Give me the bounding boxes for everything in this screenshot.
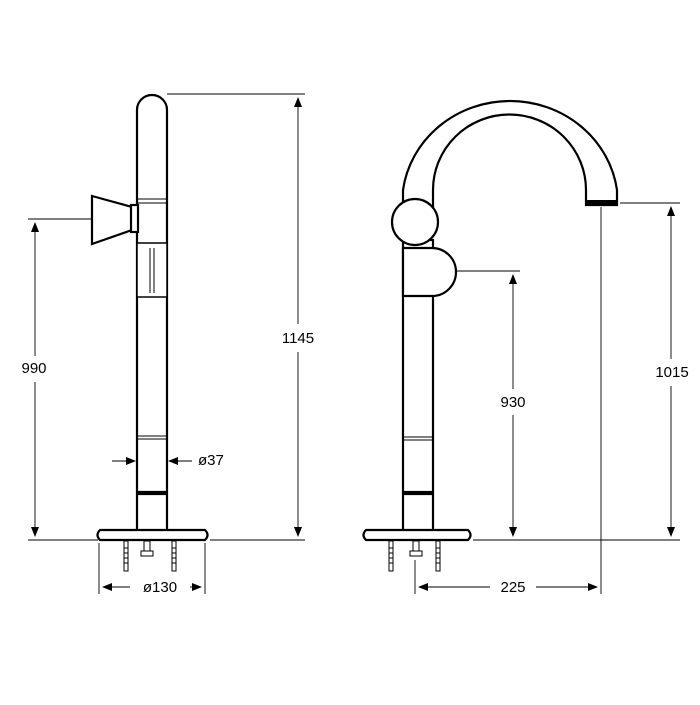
dimension-pipe-diameter-label: ø37: [198, 452, 224, 469]
side-view-neck: [401, 492, 435, 533]
side-view-ball: [390, 197, 440, 247]
dimension-total-height: 1145: [167, 93, 314, 541]
side-view-base: [362, 528, 472, 542]
dimension-handle-height-left-label: 990: [21, 360, 46, 377]
front-view-cartridge: [136, 242, 168, 298]
dimension-pipe-diameter: ø37: [112, 452, 224, 469]
dimension-base-diameter: ø130: [98, 543, 206, 596]
front-view: [90, 93, 209, 572]
side-view: [362, 99, 619, 572]
dimension-spout-height-label: 1015: [655, 364, 688, 381]
dimension-handle-height-left: 990: [21, 218, 98, 541]
dimension-spout-reach-label: 225: [500, 579, 525, 596]
front-view-neck: [135, 492, 169, 533]
dimension-handle-height-right-label: 930: [500, 394, 525, 411]
front-view-lever: [90, 194, 134, 246]
front-view-base: [96, 528, 209, 542]
dimension-spout-height: 1015: [473, 202, 689, 541]
dimension-total-height-label: 1145: [282, 330, 314, 347]
dimension-spout-reach: 225: [414, 207, 602, 596]
dimension-base-diameter-label: ø130: [143, 579, 177, 596]
front-view-studs: [123, 540, 177, 572]
side-view-knob: [401, 246, 458, 298]
side-view-spout: [401, 99, 619, 209]
dimension-handle-height-right: 930: [457, 270, 526, 537]
side-view-studs: [388, 540, 441, 572]
